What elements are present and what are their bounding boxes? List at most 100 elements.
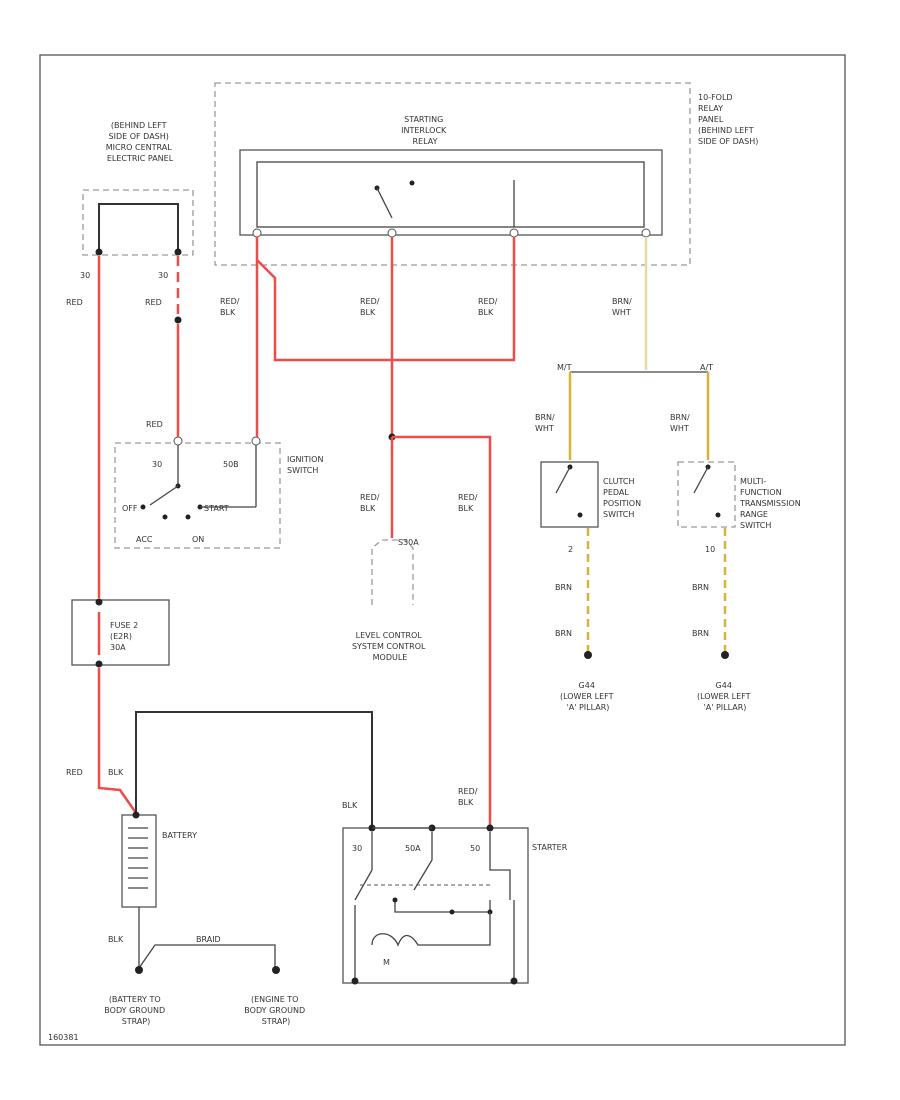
battery-body xyxy=(121,814,157,908)
starter-ground-left xyxy=(351,977,359,985)
wire-label-blk-ground: BLK xyxy=(108,935,124,944)
wire-label-red-battery: RED xyxy=(66,768,83,777)
ignition-switch-dashed-box xyxy=(114,442,281,549)
ignition-start-label: START xyxy=(204,504,229,513)
splice-mt-label: M/T xyxy=(557,363,572,372)
battery-ground-point xyxy=(135,966,143,974)
wire-label-blk-battery: BLK xyxy=(108,768,124,777)
wire-red-blk-to-starter xyxy=(392,435,492,825)
ignition-contact-acc xyxy=(162,514,168,520)
wire-label-blk-starter: BLK xyxy=(342,801,358,810)
clutch-pin-number: 2 xyxy=(568,545,573,554)
starter-node-2 xyxy=(449,909,455,915)
relay-panel-dashed-box xyxy=(214,82,691,266)
mfts-label: MULTI- FUNCTION TRANSMISSION RANGE SWITC… xyxy=(739,477,803,530)
ignition-switch-label: IGNITION SWITCH xyxy=(287,455,326,475)
wire-blk-battery-to-starter xyxy=(135,711,373,828)
relay-pin-1 xyxy=(252,228,262,238)
micro-central-pin-left-number: 30 xyxy=(80,271,90,280)
relay-panel-location-label: 10-FOLD RELAY PANEL (BEHIND LEFT SIDE OF… xyxy=(698,93,758,146)
fuse-terminal-top xyxy=(95,598,103,606)
starter-pin-50a-number: 50A xyxy=(405,844,421,853)
wire-label-red-blk-2: RED/ BLK xyxy=(360,297,382,317)
fuse-label: FUSE 2 (E2R) 30A xyxy=(110,621,141,652)
ground-g44-left-label: G44 (LOWER LEFT 'A' PILLAR) xyxy=(560,681,616,712)
wire-label-brn-wht-clutch: BRN/ WHT xyxy=(535,413,557,433)
ignition-acc-label: ACC xyxy=(136,535,153,544)
micro-central-pin-right xyxy=(174,248,182,256)
battery-cells xyxy=(128,827,148,889)
ground-g44-left-point xyxy=(584,651,592,659)
starter-pin-50-number: 50 xyxy=(470,844,480,853)
wire-label-red-blk-3: RED/ BLK xyxy=(478,297,500,317)
ignition-off-label: OFF xyxy=(122,504,138,513)
micro-central-pin-right-number: 30 xyxy=(158,271,168,280)
micro-central-pin-left xyxy=(95,248,103,256)
engine-ground-point xyxy=(272,966,280,974)
wire-blk-battery-ground xyxy=(138,907,276,971)
battery-label: BATTERY xyxy=(162,831,197,840)
fuse-box xyxy=(71,599,170,666)
battery-ground-label: (BATTERY TO BODY GROUND STRAP) xyxy=(104,995,167,1026)
wire-label-red-blk-starter: RED/ BLK xyxy=(458,493,480,513)
micro-central-dashed-box xyxy=(82,189,194,256)
clutch-switch-box xyxy=(540,461,599,528)
ignition-pin-50b-terminal xyxy=(251,436,261,446)
ground-g44-right-label: G44 (LOWER LEFT 'A' PILLAR) xyxy=(697,681,753,712)
wire-label-brn-clutch-1: BRN xyxy=(555,583,572,592)
wire-label-red-mc: RED xyxy=(145,298,162,307)
micro-central-bus xyxy=(98,203,179,252)
wire-label-red-ign: RED xyxy=(146,420,163,429)
starter-pin-50-terminal xyxy=(486,824,494,832)
ignition-contact-off xyxy=(140,504,146,510)
mfts-pin-number: 10 xyxy=(705,545,715,554)
starter-motor-winding xyxy=(354,905,491,978)
connector-mc-ignition xyxy=(174,316,182,324)
starter-box xyxy=(342,827,529,984)
ignition-pin-30-number: 30 xyxy=(152,460,162,469)
clutch-switch-arm xyxy=(555,466,571,494)
wire-label-brn-mfts-1: BRN xyxy=(692,583,709,592)
ignition-on-label: ON xyxy=(192,535,204,544)
wire-label-red-blk-1: RED/ BLK xyxy=(220,297,242,317)
clutch-switch-label: CLUTCH PEDAL POSITION SWITCH xyxy=(603,477,644,519)
relay-pin-4 xyxy=(641,228,651,238)
mfts-arm xyxy=(693,466,709,494)
starter-internal-bus xyxy=(394,900,491,913)
ground-g44-right-point xyxy=(721,651,729,659)
wire-label-brn-wht-relay: BRN/ WHT xyxy=(612,297,634,317)
mfts-dashed-box xyxy=(677,461,736,528)
wire-label-braid: BRAID xyxy=(196,935,221,944)
ignition-switch-arm xyxy=(149,485,179,506)
level-control-module-outline xyxy=(371,539,414,605)
wire-red-fuse-to-battery xyxy=(97,668,138,814)
starter-ground-right xyxy=(510,977,518,985)
wire-label-red-left: RED xyxy=(66,298,83,307)
starting-interlock-relay-body xyxy=(239,149,663,236)
starting-interlock-relay-label: STARTING INTERLOCK RELAY xyxy=(401,115,449,146)
clutch-switch-contact xyxy=(577,512,583,518)
wire-label-brn-wht-mfts: BRN/ WHT xyxy=(670,413,692,433)
relay-contact-point xyxy=(409,180,415,186)
ignition-pin-30-terminal xyxy=(173,436,183,446)
figure-id: 160381 xyxy=(48,1033,79,1042)
relay-pin-2 xyxy=(387,228,397,238)
relay-contact-arm xyxy=(376,187,393,219)
ignition-pin-50b-number: 50B xyxy=(223,460,239,469)
outer-frame xyxy=(39,54,846,1046)
wire-label-brn-clutch-2: BRN xyxy=(555,629,572,638)
splice-at-label: A/T xyxy=(700,363,713,372)
wire-red-blk-relay-loop xyxy=(256,237,516,362)
battery-positive-terminal xyxy=(132,811,140,819)
wire-label-brn-mfts-2: BRN xyxy=(692,629,709,638)
starter-label: STARTER xyxy=(532,843,568,852)
mfts-contact xyxy=(715,512,721,518)
fuse-terminal-bottom xyxy=(95,660,103,668)
micro-central-panel-label: (BEHIND LEFT SIDE OF DASH) MICRO CENTRAL… xyxy=(106,121,174,163)
level-control-module-label: LEVEL CONTROL SYSTEM CONTROL MODULE xyxy=(352,631,428,662)
level-control-pin-label: S30A xyxy=(398,538,419,547)
starter-solenoid-coil-lead xyxy=(489,832,511,900)
relay-pin-3 xyxy=(509,228,519,238)
starter-motor-label: M xyxy=(383,958,390,967)
